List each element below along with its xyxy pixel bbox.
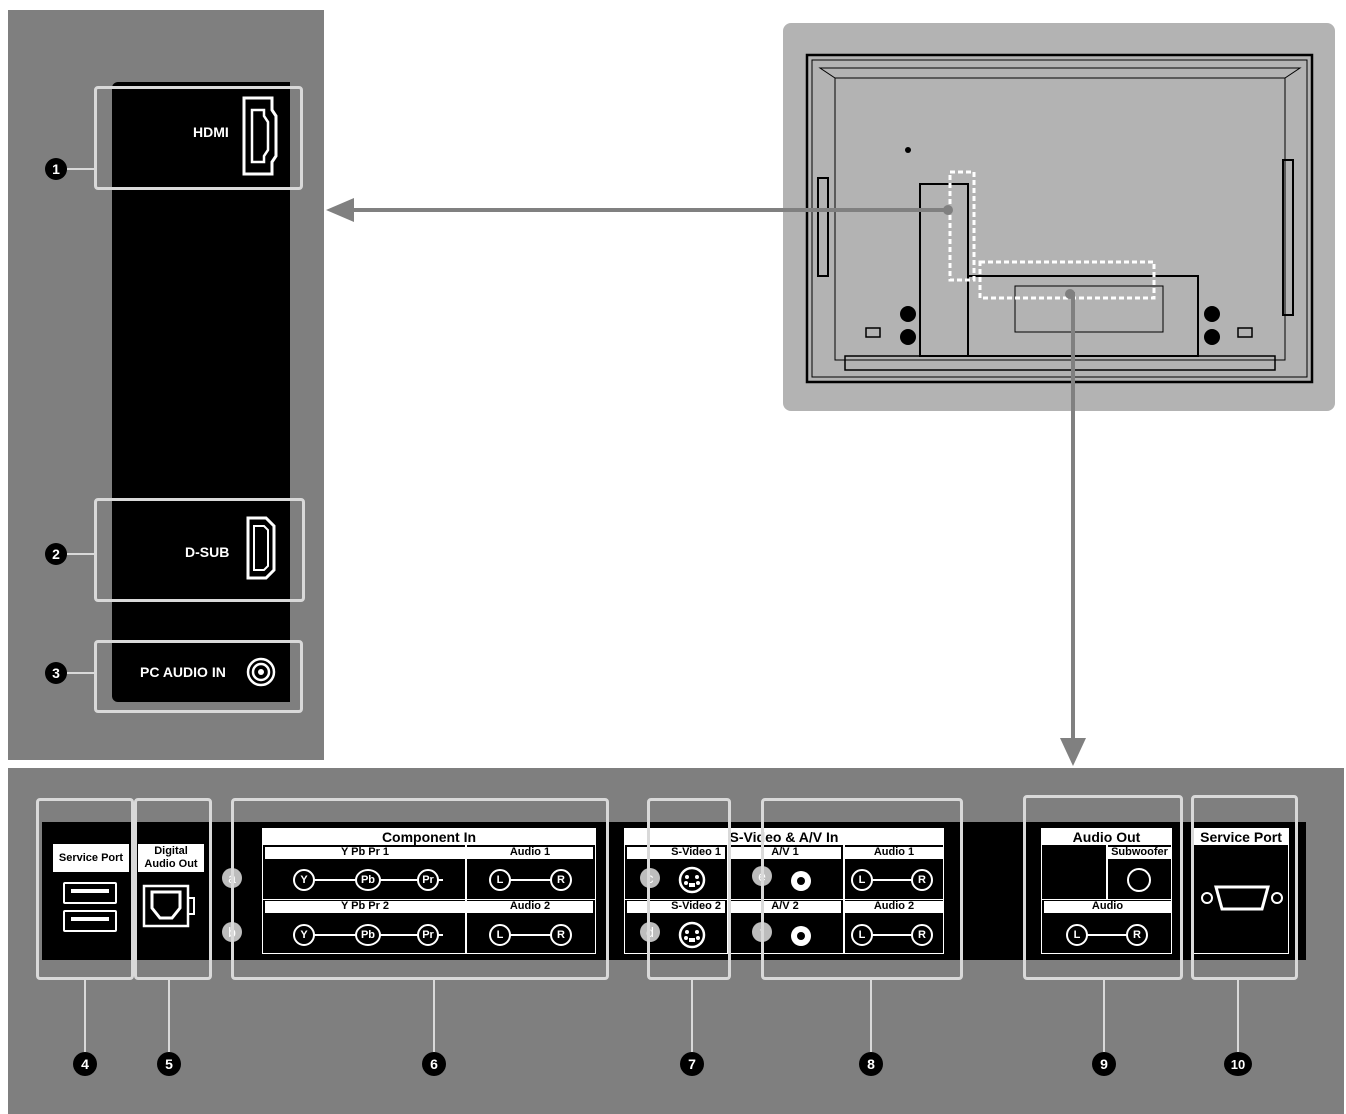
component2-pr-jack: Pr [417,924,439,946]
component1-pb-jack: Pb [355,869,381,891]
svideo-av-in-title: S-Video & A/V In [625,829,943,845]
hdmi-port-icon [242,96,278,176]
service-port-left-label: Service Port [53,844,129,872]
arrow-to-bottom-panel [1060,292,1086,766]
svideo-av-in-group: S-Video & A/V In S-Video 1 A/V 1 Audio 1… [624,828,944,954]
badge-10-leader [1237,980,1239,1052]
pc-audio-callout-box [94,640,303,713]
av1-video-jack-icon [791,871,811,891]
audio-out-r-jack: R [1126,924,1148,946]
subwoofer-label: Subwoofer [1108,847,1171,859]
badge-6: 6 [422,1052,446,1076]
pc-audio-jack-icon [246,657,276,687]
tv-rear-view-panel [783,23,1335,411]
badge-8: 8 [859,1052,883,1076]
av1-label: A/V 1 [729,847,841,859]
callout-box-7 [647,798,731,980]
pc-audio-label: PC AUDIO IN [140,664,226,680]
svideo-audio2-label: Audio 2 [845,901,943,913]
service-port-right-group: Service Port [1193,828,1289,954]
badge-3: 3 [45,662,67,684]
badge-8-leader [870,980,872,1052]
badge-1: 1 [45,158,67,180]
component1-y-jack: Y [293,869,315,891]
badge-2: 2 [45,543,67,565]
callout-box-5 [134,798,212,980]
digital-audio-out-label-1: Digital [154,845,188,857]
svideo2-port-icon [678,921,706,949]
badge-3-leader [67,672,94,674]
tv-rear-illustration [805,53,1314,384]
badge-4-leader [84,980,86,1052]
component1-l-jack: L [489,869,511,891]
svideo1-label: S-Video 1 [627,847,725,859]
component2-l-jack: L [489,924,511,946]
av2-video-jack-icon [791,926,811,946]
badge-9: 9 [1092,1052,1116,1076]
dsub-callout-box [94,498,305,602]
badge-6-leader [433,980,435,1052]
badge-7-leader [691,980,693,1052]
svideo-audio1-l-jack: L [851,869,873,891]
component-in-group: Component In Y Pb Pr 1 Audio 1 Y Pb Pr 2… [262,828,596,954]
hdmi-callout-box [94,86,303,190]
svideo-audio2-r-jack: R [911,924,933,946]
digital-audio-out-label-2: Audio Out [144,858,198,870]
audio-out-title: Audio Out [1042,829,1171,845]
component-in-title: Component In [263,829,595,845]
digital-audio-out-group: Digital Audio Out [138,844,204,938]
callout-box-6 [231,798,609,980]
badge-9-leader [1103,980,1105,1052]
callout-box-9 [1023,795,1183,980]
hdmi-label: HDMI [193,124,229,140]
badge-1-leader [67,168,94,170]
component1-r-jack: R [550,869,572,891]
av2-label: A/V 2 [729,901,841,913]
svideo-audio1-label: Audio 1 [845,847,943,859]
component-audio2-label: Audio 2 [467,901,593,913]
audio-out-group: Audio Out Subwoofer Audio L R [1041,828,1172,954]
side-connector-strip [112,82,290,702]
usb-port-2-icon [63,910,117,932]
audio-out-audio-label: Audio [1044,901,1171,913]
svideo2-label: S-Video 2 [627,901,725,913]
audio-out-l-jack: L [1066,924,1088,946]
subwoofer-jack-icon [1127,868,1151,892]
badge-5-leader [168,980,170,1052]
callout-box-4 [36,798,134,980]
component-row1-label: Y Pb Pr 1 [265,847,465,859]
callout-box-10 [1191,795,1298,980]
badge-4: 4 [73,1052,97,1076]
usb-port-1-icon [63,882,117,904]
callout-box-8 [761,798,963,980]
badge-5: 5 [157,1052,181,1076]
service-port-group: Service Port [53,842,129,938]
badge-10: 10 [1224,1052,1252,1076]
component2-r-jack: R [550,924,572,946]
arrow-to-side-panel [326,198,948,222]
serial-port-icon [1201,885,1283,911]
letter-c: c [640,868,660,888]
badge-7: 7 [680,1052,704,1076]
component-audio1-label: Audio 1 [467,847,593,859]
badge-2-leader [67,553,94,555]
dsub-port-icon [246,516,276,580]
component1-pr-jack: Pr [417,869,439,891]
svideo1-port-icon [678,866,706,894]
svideo-audio2-l-jack: L [851,924,873,946]
component2-y-jack: Y [293,924,315,946]
component2-pb-jack: Pb [355,924,381,946]
optical-port-icon [142,884,195,928]
svideo-audio1-r-jack: R [911,869,933,891]
service-port-right-label: Service Port [1194,829,1288,845]
dsub-label: D-SUB [185,544,230,560]
component-row2-label: Y Pb Pr 2 [265,901,465,913]
